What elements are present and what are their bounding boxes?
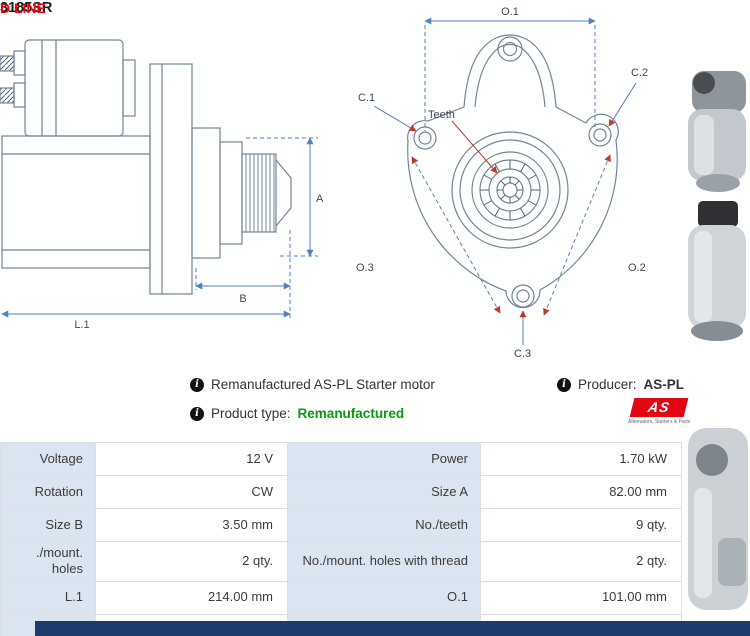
spec-label: Size A <box>287 475 481 509</box>
product-type-value: Remanufactured <box>297 406 405 421</box>
producer-label: Producer: <box>578 377 637 392</box>
starter-side-outline <box>0 39 292 295</box>
dim-label-l1: L.1 <box>74 319 89 331</box>
spec-table: Voltage 12 V Power 1.70 kW Rotation CW S… <box>0 442 682 636</box>
info-icon: i <box>190 406 204 421</box>
footer-bar <box>35 621 750 636</box>
spec-value: 2 qty. <box>480 541 682 582</box>
starter-front-outline <box>407 34 619 309</box>
spec-label: Power <box>287 442 481 476</box>
spec-label: L.1 <box>0 580 96 615</box>
spec-label: Voltage <box>0 442 96 476</box>
spec-value: 2 qty. <box>95 541 288 582</box>
product-type-label: Product type: <box>211 406 291 421</box>
spec-value: 3.50 mm <box>95 508 288 542</box>
spec-value: 12 V <box>95 442 288 476</box>
front-view-diagram: O.1 C.1 C.2 C.3 O.3 O.2 Teeth <box>356 6 648 360</box>
front-dimension-lines <box>373 17 637 345</box>
dim-label-c2: C.2 <box>631 67 648 79</box>
brand-logo-mark: AS <box>629 398 689 417</box>
product-type-row: i Product type: Remanufactured <box>190 406 404 421</box>
product-photo-3[interactable] <box>684 418 750 621</box>
table-row: Size B 3.50 mm No./teeth 9 qty. <box>0 508 682 542</box>
product-description: Remanufactured AS-PL Starter motor <box>211 377 435 392</box>
spec-value: 101.00 mm <box>480 580 682 615</box>
teeth-leader-line <box>451 120 498 174</box>
spec-label: ./mount. holes <box>0 541 96 582</box>
dim-label-o2: O.2 <box>628 262 646 274</box>
table-row: ./mount. holes 2 qty. No./mount. holes w… <box>0 541 682 582</box>
table-row: Voltage 12 V Power 1.70 kW <box>0 442 682 476</box>
dim-label-o3: O.3 <box>356 262 374 274</box>
brand-tagline: Alternators, Starters & Parts <box>628 419 691 425</box>
table-row: L.1 214.00 mm O.1 101.00 mm <box>0 580 682 615</box>
product-photo-1[interactable] <box>684 55 750 197</box>
spec-label: No./teeth <box>287 508 481 542</box>
product-line-name: D LINE <box>0 0 46 16</box>
spec-value: 1.70 kW <box>480 442 682 476</box>
spec-value: 82.00 mm <box>480 475 682 509</box>
dim-label-a: A <box>316 193 324 205</box>
spec-label: No./mount. holes with thread <box>287 541 481 582</box>
producer-row: i Producer: AS-PL <box>557 377 684 392</box>
info-icon: i <box>190 377 204 392</box>
spec-value: CW <box>95 475 288 509</box>
side-view-diagram: A B L.1 <box>0 39 324 331</box>
brand-logo: AS Alternators, Starters & Parts <box>628 398 690 425</box>
product-description-row: i Remanufactured AS-PL Starter motor <box>190 377 435 392</box>
producer-name: AS-PL <box>643 377 685 392</box>
spec-label: Rotation <box>0 475 96 509</box>
product-photo-2[interactable] <box>684 197 750 345</box>
spec-value: 214.00 mm <box>95 580 288 615</box>
dim-label-c3: C.3 <box>514 348 531 360</box>
spec-label: O.1 <box>287 580 481 615</box>
table-row: Rotation CW Size A 82.00 mm <box>0 475 682 509</box>
info-icon: i <box>557 377 571 392</box>
dim-label-o1: O.1 <box>501 6 519 18</box>
spec-value: 9 qty. <box>480 508 682 542</box>
dim-label-c1: C.1 <box>358 92 375 104</box>
side-dimension-lines <box>1 137 318 318</box>
part-number: 3185SR <box>0 0 53 16</box>
teeth-label: Teeth <box>428 109 455 121</box>
dim-label-b: B <box>239 293 246 305</box>
spec-label: Size B <box>0 508 96 542</box>
